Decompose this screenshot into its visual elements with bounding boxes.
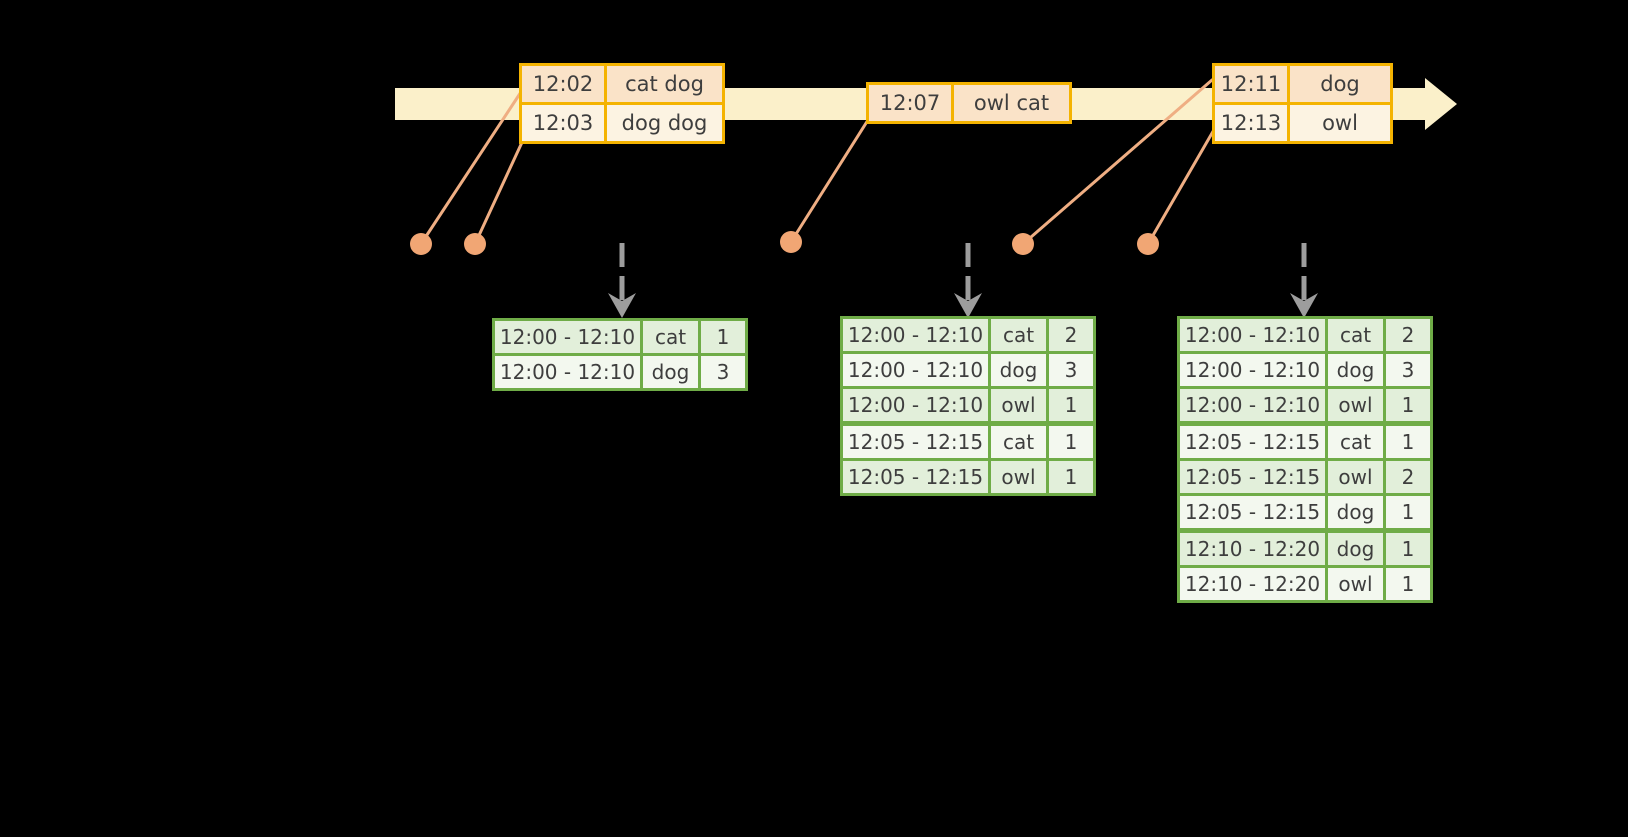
result-word-cell: owl <box>991 389 1046 421</box>
result-window-cell: 12:05 - 12:15 <box>843 461 988 493</box>
event-time-cell: 12:02 <box>522 66 604 102</box>
event-connector-line <box>789 118 870 244</box>
result-count-cell: 1 <box>1049 461 1093 493</box>
result-count-cell: 1 <box>1386 533 1430 565</box>
event-time-cell: 12:07 <box>869 85 951 121</box>
result-window-cell: 12:00 - 12:10 <box>843 354 988 386</box>
result-window-cell: 12:00 - 12:10 <box>843 389 988 421</box>
result-word-cell: cat <box>1328 319 1383 351</box>
result-count-cell: 1 <box>1386 426 1430 458</box>
event-dot-icon <box>1137 233 1159 255</box>
result-word-cell: cat <box>991 426 1046 458</box>
trigger-arrow-head-icon <box>608 293 636 318</box>
event-dot-icon <box>410 233 432 255</box>
result-word-cell: cat <box>1328 426 1383 458</box>
result-window-cell: 12:00 - 12:10 <box>1180 354 1325 386</box>
event-connector-line <box>419 90 523 246</box>
event-data-cell: dog <box>1290 66 1390 102</box>
result-word-cell: dog <box>1328 354 1383 386</box>
result-count-cell: 1 <box>1386 568 1430 600</box>
result-word-cell: dog <box>991 354 1046 386</box>
event-dot-icon <box>1012 233 1034 255</box>
result-word-cell: owl <box>1328 389 1383 421</box>
result-window-cell: 12:00 - 12:10 <box>495 321 640 353</box>
result-count-cell: 1 <box>1049 389 1093 421</box>
result-count-cell: 3 <box>1386 354 1430 386</box>
result-window-cell: 12:00 - 12:10 <box>495 356 640 388</box>
result-count-cell: 2 <box>1386 461 1430 493</box>
result-word-cell: owl <box>1328 568 1383 600</box>
result-window-cell: 12:05 - 12:15 <box>1180 496 1325 528</box>
event-data-cell: cat dog <box>607 66 722 102</box>
event-connector-line <box>473 136 526 246</box>
result-window-cell: 12:05 - 12:15 <box>1180 461 1325 493</box>
result-count-cell: 3 <box>701 356 745 388</box>
timeline-arrowhead-icon <box>1425 78 1457 130</box>
event-connector-line <box>1146 126 1217 246</box>
event-time-cell: 12:03 <box>522 105 604 141</box>
result-count-cell: 1 <box>1386 389 1430 421</box>
event-time-cell: 12:11 <box>1215 66 1287 102</box>
event-time-cell: 12:13 <box>1215 105 1287 141</box>
result-word-cell: cat <box>643 321 698 353</box>
result-count-cell: 1 <box>701 321 745 353</box>
result-word-cell: dog <box>1328 533 1383 565</box>
result-window-cell: 12:00 - 12:10 <box>843 319 988 351</box>
event-dot-icon <box>780 231 802 253</box>
result-count-cell: 2 <box>1049 319 1093 351</box>
result-count-cell: 1 <box>1386 496 1430 528</box>
result-word-cell: owl <box>1328 461 1383 493</box>
result-window-cell: 12:05 - 12:15 <box>1180 426 1325 458</box>
result-window-cell: 12:05 - 12:15 <box>843 426 988 458</box>
result-word-cell: dog <box>643 356 698 388</box>
result-count-cell: 2 <box>1386 319 1430 351</box>
result-window-cell: 12:00 - 12:10 <box>1180 389 1325 421</box>
trigger-arrow-head-icon <box>1290 293 1318 318</box>
result-window-cell: 12:10 - 12:20 <box>1180 533 1325 565</box>
result-count-cell: 3 <box>1049 354 1093 386</box>
result-word-cell: owl <box>991 461 1046 493</box>
event-data-cell: dog dog <box>607 105 722 141</box>
result-count-cell: 1 <box>1049 426 1093 458</box>
event-connector-line <box>1021 78 1214 246</box>
trigger-arrow-head-icon <box>954 293 982 318</box>
result-word-cell: cat <box>991 319 1046 351</box>
event-dot-icon <box>464 233 486 255</box>
event-data-cell: owl <box>1290 105 1390 141</box>
result-word-cell: dog <box>1328 496 1383 528</box>
result-window-cell: 12:00 - 12:10 <box>1180 319 1325 351</box>
result-window-cell: 12:10 - 12:20 <box>1180 568 1325 600</box>
event-data-cell: owl cat <box>954 85 1069 121</box>
